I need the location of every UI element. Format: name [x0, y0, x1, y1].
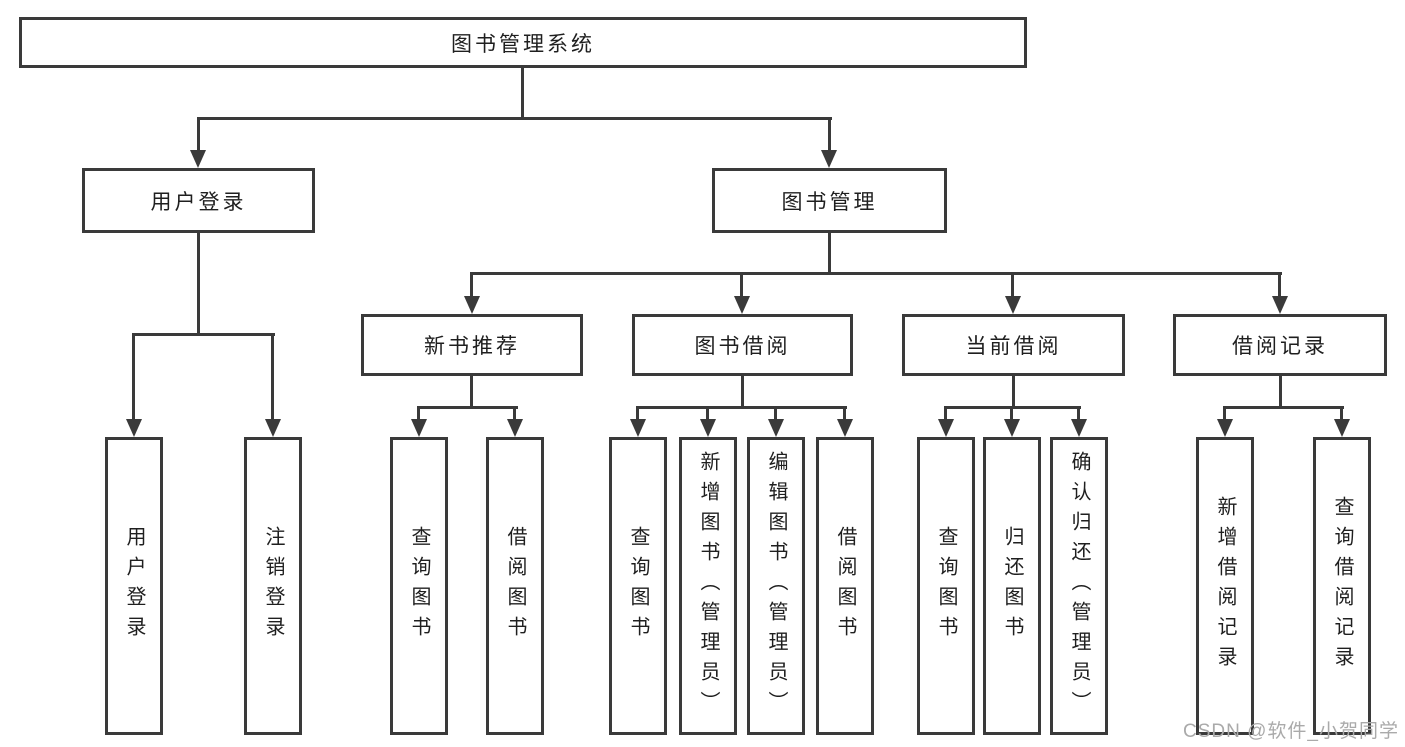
node-root-library-system: 图书管理系统 [19, 17, 1027, 68]
arrowhead-down-icon [126, 419, 142, 437]
arrowhead-down-icon [630, 419, 646, 437]
connector-line [740, 272, 743, 296]
connector-line [1224, 406, 1344, 409]
connector-line [521, 68, 524, 119]
leaf-borrow-book-1: 借阅图书 [486, 437, 544, 735]
node-new-book-recommend: 新书推荐 [361, 314, 583, 376]
connector-line [774, 406, 777, 419]
connector-line [637, 406, 847, 409]
connector-line [1223, 406, 1226, 419]
connector-line [828, 233, 831, 275]
connector-line [133, 333, 275, 336]
arrowhead-down-icon [1272, 296, 1288, 314]
leaf-logout: 注销登录 [244, 437, 302, 735]
connector-line [513, 406, 516, 419]
connector-line [706, 406, 709, 419]
leaf-query-book-1: 查询图书 [390, 437, 448, 735]
connector-line [197, 117, 832, 120]
arrowhead-down-icon [837, 419, 853, 437]
connector-line [271, 333, 274, 419]
leaf-query-borrow-record: 查询借阅记录 [1313, 437, 1371, 735]
node-book-borrow: 图书借阅 [632, 314, 853, 376]
connector-line [944, 406, 947, 419]
arrowhead-down-icon [768, 419, 784, 437]
node-user-login: 用户登录 [82, 168, 315, 233]
leaf-query-book-3: 查询图书 [917, 437, 975, 735]
arrowhead-down-icon [734, 296, 750, 314]
arrowhead-down-icon [700, 419, 716, 437]
arrowhead-down-icon [938, 419, 954, 437]
connector-line [470, 272, 473, 296]
arrowhead-down-icon [464, 296, 480, 314]
leaf-add-book-admin: 新增图书（管理员） [679, 437, 737, 735]
connector-line [843, 406, 846, 419]
leaf-confirm-return-admin: 确认归还（管理员） [1050, 437, 1108, 735]
arrowhead-down-icon [1334, 419, 1350, 437]
connector-line [741, 376, 744, 409]
arrowhead-down-icon [190, 150, 206, 168]
connector-line [471, 272, 1282, 275]
connector-line [1340, 406, 1343, 419]
connector-line [1077, 406, 1080, 419]
arrowhead-down-icon [265, 419, 281, 437]
leaf-user-login: 用户登录 [105, 437, 163, 735]
arrowhead-down-icon [1004, 419, 1020, 437]
arrowhead-down-icon [1217, 419, 1233, 437]
leaf-return-book: 归还图书 [983, 437, 1041, 735]
connector-line [1011, 272, 1014, 296]
leaf-query-book-2: 查询图书 [609, 437, 667, 735]
connector-line [470, 376, 473, 409]
connector-line [828, 117, 831, 150]
connector-line [132, 333, 135, 419]
node-borrow-records: 借阅记录 [1173, 314, 1387, 376]
leaf-borrow-book-2: 借阅图书 [816, 437, 874, 735]
connector-line [945, 406, 1081, 409]
connector-line [418, 406, 518, 409]
arrowhead-down-icon [821, 150, 837, 168]
node-current-borrow: 当前借阅 [902, 314, 1125, 376]
node-book-management: 图书管理 [712, 168, 947, 233]
connector-line [1279, 376, 1282, 409]
arrowhead-down-icon [411, 419, 427, 437]
arrowhead-down-icon [1005, 296, 1021, 314]
leaf-edit-book-admin: 编辑图书（管理员） [747, 437, 805, 735]
connector-line [1278, 272, 1281, 296]
connector-line [636, 406, 639, 419]
arrowhead-down-icon [507, 419, 523, 437]
leaf-add-borrow-record: 新增借阅记录 [1196, 437, 1254, 735]
connector-line [197, 233, 200, 336]
connector-line [197, 117, 200, 150]
connector-line [1012, 376, 1015, 409]
connector-line [417, 406, 420, 419]
csdn-watermark: CSDN @软件_小贺同学 [1183, 721, 1399, 742]
arrowhead-down-icon [1071, 419, 1087, 437]
connector-line [1010, 406, 1013, 419]
